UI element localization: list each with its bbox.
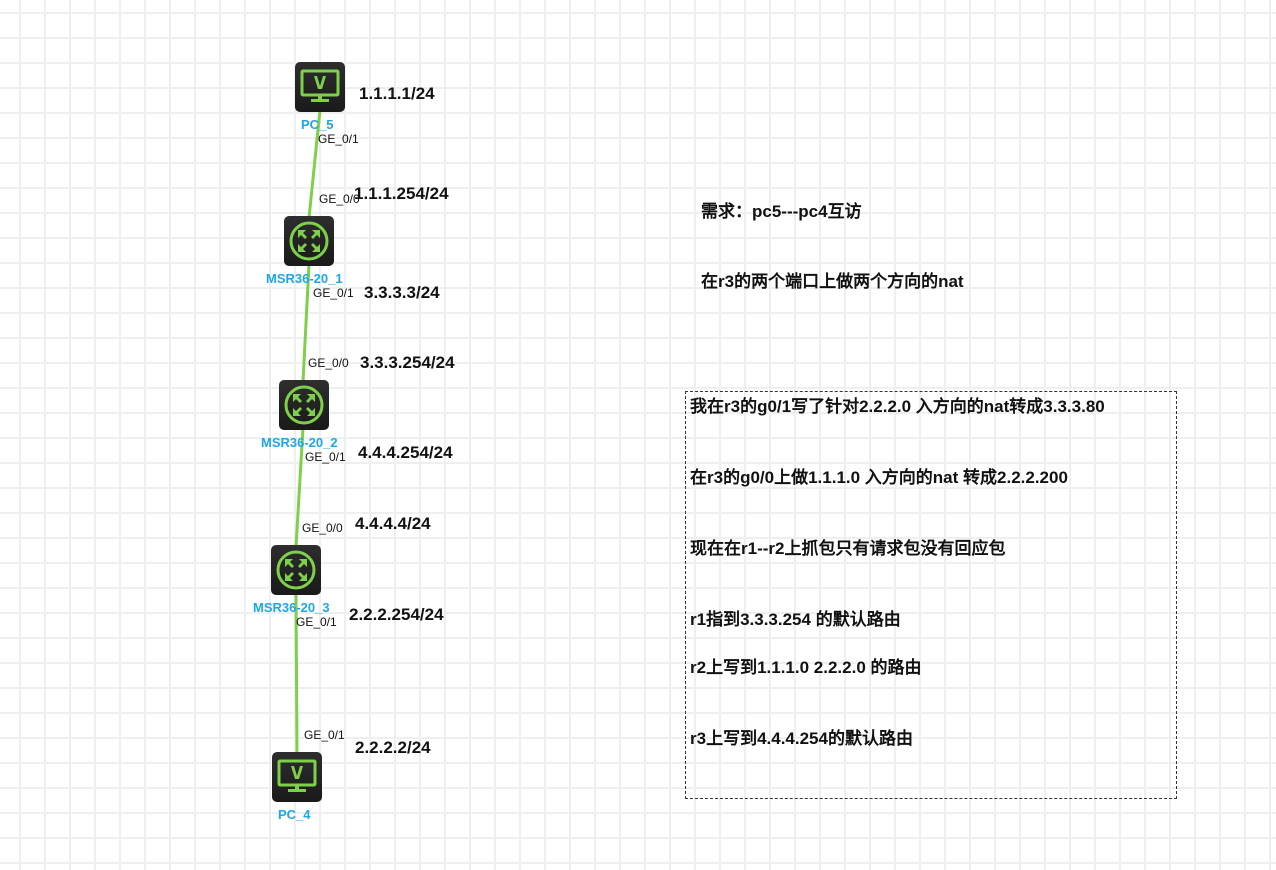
port-label-pc4-ge01: GE_0/1 xyxy=(304,728,345,742)
node-label-r1: MSR36-20_1 xyxy=(266,271,343,286)
port-label-r2-ge01: GE_0/1 xyxy=(305,450,346,464)
node-pc5[interactable] xyxy=(295,62,345,112)
ip-label-pc5: 1.1.1.1/24 xyxy=(359,84,435,103)
router-icon xyxy=(276,550,316,590)
ip-label-r2-ge00: 3.3.3.254/24 xyxy=(360,353,455,372)
node-label-pc4: PC_4 xyxy=(278,807,311,822)
ip-label-r1-ge00: 1.1.1.254/24 xyxy=(354,184,449,203)
port-label-r1-ge00: GE_0/0 xyxy=(319,192,360,206)
note-box-line: 现在在r1--r2上抓包只有请求包没有回应包 xyxy=(690,539,1006,558)
ip-label-r3-ge00: 4.4.4.4/24 xyxy=(355,514,431,533)
note-box-line: r1指到3.3.3.254 的默认路由 xyxy=(690,610,901,629)
node-r3[interactable] xyxy=(271,545,321,595)
ip-label-pc4: 2.2.2.2/24 xyxy=(355,738,431,757)
router-icon xyxy=(289,221,329,261)
node-label-r3: MSR36-20_3 xyxy=(253,600,330,615)
note-box-line: r3上写到4.4.4.254的默认路由 xyxy=(690,729,913,748)
node-r2[interactable] xyxy=(279,380,329,430)
ip-label-r1-ge01: 3.3.3.3/24 xyxy=(364,283,440,302)
link-r2-r3[interactable] xyxy=(294,427,305,548)
node-label-pc5: PC_5 xyxy=(301,117,334,132)
port-label-r2-ge00: GE_0/0 xyxy=(308,356,349,370)
note-task: 在r3的两个端口上做两个方向的nat xyxy=(701,272,964,291)
port-label-r1-ge01: GE_0/1 xyxy=(313,286,354,300)
port-label-pc5-ge01: GE_0/1 xyxy=(318,132,359,146)
note-box-line: 在r3的g0/0上做1.1.1.0 入方向的nat 转成2.2.2.200 xyxy=(690,468,1068,487)
ip-label-r2-ge01: 4.4.4.254/24 xyxy=(358,443,453,462)
router-icon xyxy=(284,385,324,425)
link-r1-r2[interactable] xyxy=(301,263,311,383)
node-pc4[interactable] xyxy=(272,752,322,802)
note-requirement: 需求：pc5---pc4互访 xyxy=(701,202,862,221)
link-r3-pc4[interactable] xyxy=(294,592,299,755)
link-pc5-r1[interactable] xyxy=(307,109,322,219)
note-box-line: r2上写到1.1.1.0 2.2.2.0 的路由 xyxy=(690,658,922,677)
note-box-line: 我在r3的g0/1写了针对2.2.2.0 入方向的nat转成3.3.3.80 xyxy=(690,397,1105,416)
port-label-r3-ge00: GE_0/0 xyxy=(302,521,343,535)
node-label-r2: MSR36-20_2 xyxy=(261,435,338,450)
pc-monitor-icon xyxy=(277,759,317,792)
pc-monitor-icon xyxy=(300,69,340,102)
port-label-r3-ge01: GE_0/1 xyxy=(296,615,337,629)
ip-label-r3-ge01: 2.2.2.254/24 xyxy=(349,605,444,624)
note-box[interactable] xyxy=(685,391,1177,799)
node-r1[interactable] xyxy=(284,216,334,266)
